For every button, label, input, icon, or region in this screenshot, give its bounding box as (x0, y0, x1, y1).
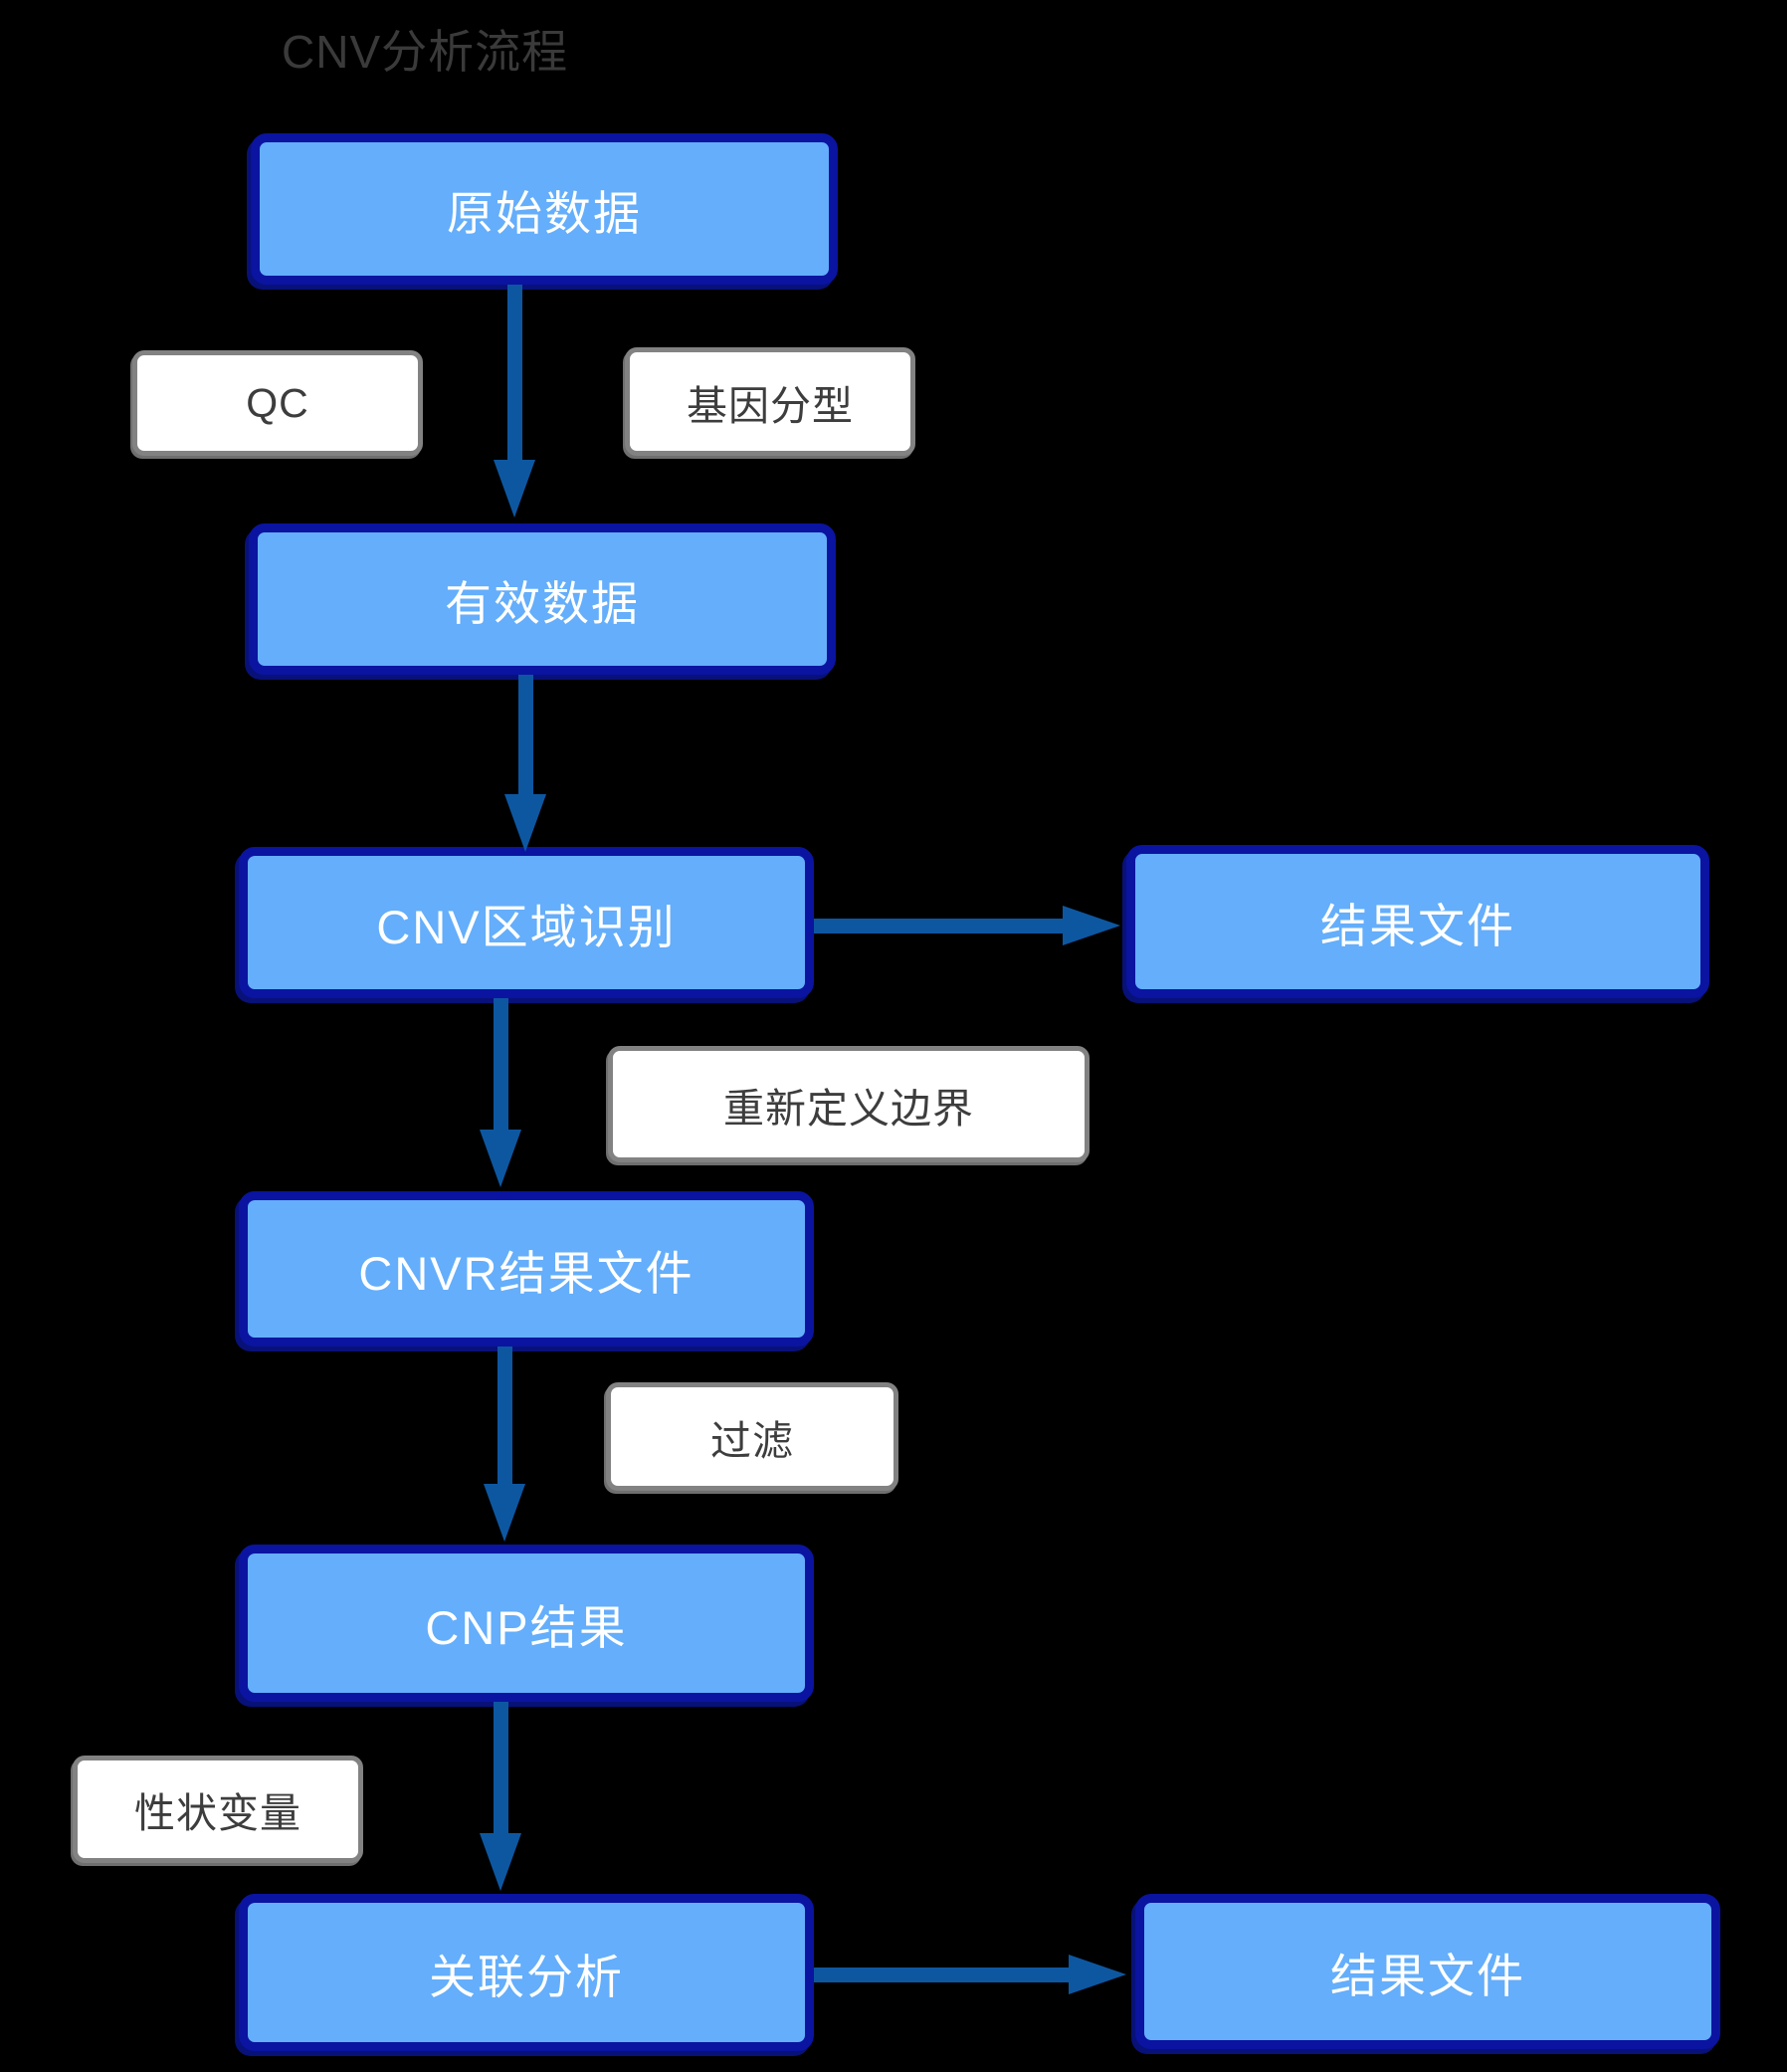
node-result-file-bottom-label: 结果文件 (1330, 1949, 1525, 2002)
tag-filter-label: 过滤 (710, 1417, 794, 1464)
node-cnv-region: CNV区域识别 (239, 847, 814, 998)
arrow-cnvregion-to-cnvr-shaft (494, 998, 508, 1132)
node-cnvr-result-label: CNVR结果文件 (358, 1246, 695, 1300)
tag-qc-label: QC (246, 379, 309, 426)
node-cnp-result: CNP结果 (239, 1545, 814, 1702)
node-result-file-top-label: 结果文件 (1320, 899, 1515, 952)
tag-trait-variable-label: 性状变量 (134, 1790, 301, 1836)
tag-trait-variable: 性状变量 (73, 1756, 363, 1863)
node-result-file-top: 结果文件 (1126, 845, 1709, 998)
arrow-cnvr-to-cnp-head (484, 1484, 525, 1542)
node-raw-data: 原始数据 (251, 133, 838, 285)
node-raw-data-label: 原始数据 (447, 186, 642, 240)
tag-genotyping-label: 基因分型 (687, 382, 854, 429)
node-cnv-region-label: CNV区域识别 (376, 900, 677, 953)
diagram-title: CNV分析流程 (282, 26, 569, 78)
tag-filter: 过滤 (606, 1382, 898, 1491)
tag-redefine-boundary: 重新定义边界 (608, 1046, 1090, 1162)
arrow-cnp-to-assoc-shaft (494, 1702, 508, 1835)
arrow-assoc-to-result-shaft (814, 1968, 1071, 1982)
tag-qc: QC (132, 350, 423, 456)
node-assoc-analysis-label: 关联分析 (429, 1950, 624, 2003)
node-assoc-analysis: 关联分析 (239, 1894, 814, 2051)
arrow-cnvr-to-cnp-shaft (497, 1347, 512, 1486)
arrow-raw-to-valid-shaft (507, 285, 522, 462)
arrow-cnp-to-assoc-head (480, 1833, 521, 1891)
node-valid-data-label: 有效数据 (445, 576, 640, 630)
node-valid-data: 有效数据 (249, 523, 836, 675)
arrow-raw-to-valid-head (494, 460, 535, 518)
arrow-cnvregion-to-result-head (1063, 906, 1120, 945)
arrow-cnvregion-to-cnvr-head (480, 1130, 521, 1187)
tag-genotyping: 基因分型 (625, 347, 915, 456)
node-result-file-bottom: 结果文件 (1135, 1894, 1720, 2049)
arrow-assoc-to-result-head (1069, 1955, 1126, 1994)
node-cnp-result-label: CNP结果 (425, 1600, 628, 1654)
arrow-valid-to-cnvregion-shaft (518, 675, 533, 796)
tag-redefine-boundary-label: 重新定义边界 (723, 1085, 974, 1132)
node-cnvr-result: CNVR结果文件 (239, 1191, 814, 1347)
arrow-valid-to-cnvregion-head (504, 794, 546, 852)
arrow-cnvregion-to-result-shaft (814, 919, 1065, 933)
